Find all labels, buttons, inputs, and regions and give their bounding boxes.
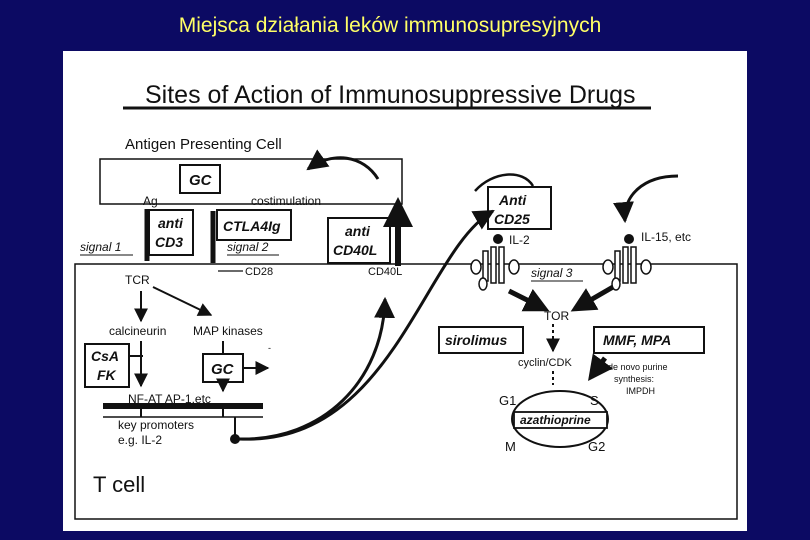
cell-cycle-ring xyxy=(511,390,609,448)
tcr-to-map-arrow xyxy=(152,286,213,316)
de-novo-line3: IMPDH xyxy=(626,386,655,396)
anti-cd40l-box xyxy=(327,217,391,264)
il2-ligand-dot xyxy=(493,234,503,244)
calcineurin-label: calcineurin xyxy=(109,324,166,338)
il2-to-cd40l-arrow xyxy=(238,296,396,441)
anti-cd25-line1: Anti xyxy=(498,192,527,208)
anti-cd3-line2: CD3 xyxy=(155,234,183,250)
mmf-to-cycle-arrow xyxy=(588,353,613,382)
il2-loop-arrow xyxy=(474,173,535,192)
il2-receptor xyxy=(470,246,520,291)
cyclin-cdk-label: cyclin/CDK xyxy=(518,357,572,369)
g1-label: G1 xyxy=(499,393,516,408)
il2-label: IL-2 xyxy=(509,233,530,247)
gc-top-label: GC xyxy=(189,172,213,189)
il15-ligand-dot xyxy=(624,234,634,244)
gc-top-box xyxy=(179,164,221,194)
g2-label: G2 xyxy=(588,439,605,454)
azathioprine-box xyxy=(513,411,608,429)
diagram-heading: Sites of Action of Immunosuppressive Dru… xyxy=(145,81,636,109)
sirolimus-label: sirolimus xyxy=(445,332,507,348)
csa-fk-box xyxy=(84,343,130,388)
map-kinases-label: MAP kinases xyxy=(193,324,263,338)
key-promoters-line2: e.g. IL-2 xyxy=(118,433,162,447)
anti-cd40l-line2: CD40L xyxy=(333,242,377,258)
immunosuppressive-sites-diagram: Sites of Action of Immunosuppressive Dru… xyxy=(74,81,738,520)
il15-receptor xyxy=(602,246,652,291)
m-label: M xyxy=(505,439,516,454)
tcr-label: TCR xyxy=(125,273,150,287)
costimulation-label: costimulation xyxy=(251,194,321,208)
map-dash: - xyxy=(268,343,271,353)
il15r-to-tor-arrow xyxy=(570,284,615,312)
t-cell-label: T cell xyxy=(93,472,145,497)
mmf-mpa-box xyxy=(593,326,705,354)
tor-label: TOR xyxy=(544,309,569,323)
il2-secretion-arrow xyxy=(238,209,495,441)
key-promoters-line1: key promoters xyxy=(118,418,194,432)
signal1-label: signal 1 xyxy=(80,240,121,254)
signal3-label: signal 3 xyxy=(531,266,573,280)
anti-cd25-line2: CD25 xyxy=(494,211,530,227)
il15-label: IL-15, etc xyxy=(641,230,691,244)
de-novo-line2: synthesis: xyxy=(614,374,654,384)
sirolimus-box xyxy=(438,326,524,354)
diagram-panel: Sites of Action of Immunosuppressive Dru… xyxy=(63,51,747,531)
csa-line: CsA xyxy=(91,348,119,364)
ctla4ig-label: CTLA4Ig xyxy=(223,218,281,234)
slide-title: Miejsca działania leków immunosupresyjny… xyxy=(178,14,602,37)
il2-gene-dot xyxy=(230,434,240,444)
il15-arrow xyxy=(613,174,679,224)
ag-label: Ag xyxy=(143,194,158,208)
cd28-label: CD28 xyxy=(245,266,273,278)
apc-label: Antigen Presenting Cell xyxy=(125,136,282,153)
nfat-label: NF-AT AP-1,etc xyxy=(128,392,211,406)
cd40l-label: CD40L xyxy=(368,266,402,278)
apc-internal-arrow xyxy=(306,149,380,180)
t-cell-box xyxy=(74,263,738,520)
gc-mid-label: GC xyxy=(211,361,235,378)
de-novo-line1: de novo purine xyxy=(608,362,668,372)
fk-line: FK xyxy=(97,367,117,383)
anti-cd40l-line1: anti xyxy=(345,223,371,239)
il2r-to-tor-arrow xyxy=(507,288,550,312)
anti-cd25-box xyxy=(487,186,552,230)
s-label: S xyxy=(590,393,599,408)
anti-cd3-line1: anti xyxy=(158,215,184,231)
ctla4ig-box xyxy=(216,209,292,241)
mmf-mpa-label: MMF, MPA xyxy=(603,332,671,348)
apc-box xyxy=(99,158,403,205)
signal2-label: signal 2 xyxy=(227,240,269,254)
azathioprine-label: azathioprine xyxy=(520,413,591,427)
